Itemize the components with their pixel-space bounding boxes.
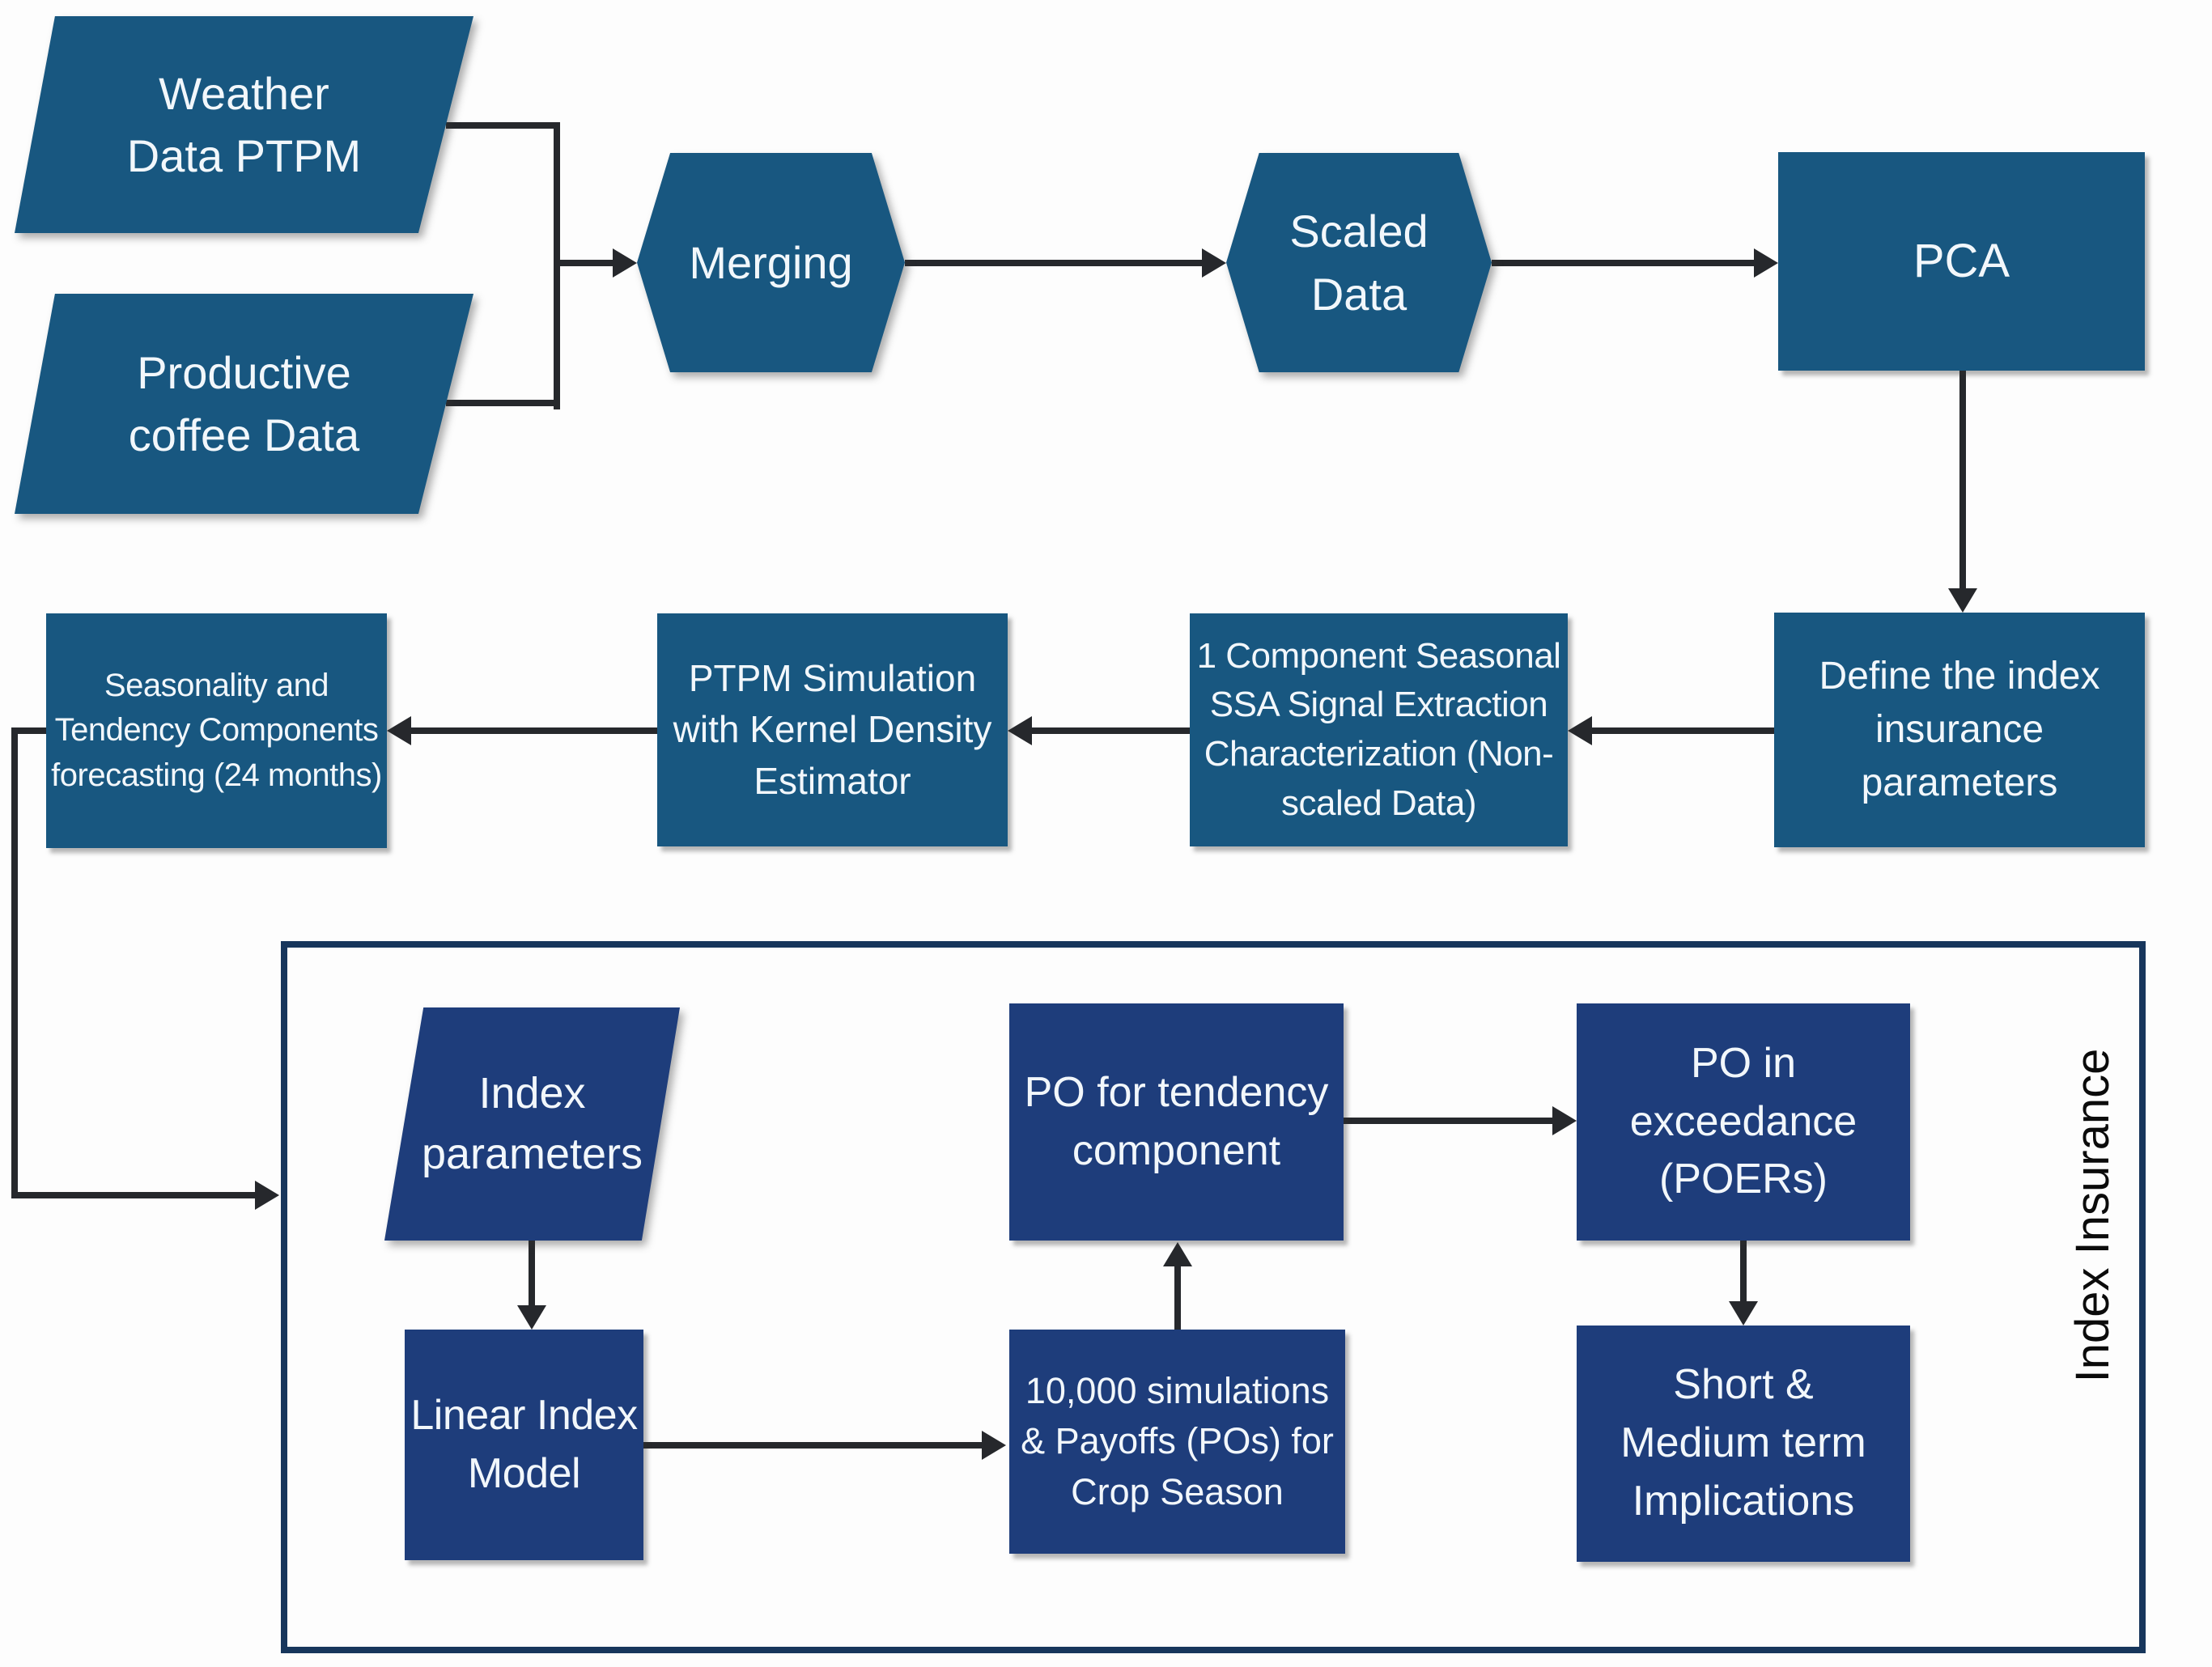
node-linear-model: Linear Index Model [405,1330,643,1560]
connector-scaled-to-pca [1492,260,1759,266]
node-po-tendency: PO for tendency component [1009,1003,1344,1241]
connector-define-to-ssa [1589,727,1774,734]
connector-poexceedance-to-implications [1740,1241,1747,1304]
node-simulations-label: 10,000 simulations & Payoffs (POs) for C… [1021,1370,1334,1512]
connector-junction-to-merging [554,260,616,266]
node-coffee-data-label: Productive coffee Data [128,346,360,460]
connector-ssa-to-ptpm [1029,727,1190,734]
connector-weather-out [446,122,560,129]
node-define-params: Define the index insurance parameters [1774,613,2145,847]
connector-linear-to-simulations [643,1442,982,1449]
node-po-exceedance: PO in exceedance (POERs) [1577,1003,1910,1241]
index-insurance-container [281,941,2146,1653]
node-ssa: 1 Component Seasonal SSA Signal Extracti… [1190,613,1568,846]
arrowhead-into-container [255,1181,279,1210]
arrowhead-into-implications [1729,1301,1758,1326]
connector-pca-down [1959,371,1966,591]
node-ssa-label: 1 Component Seasonal SSA Signal Extracti… [1196,635,1561,823]
index-insurance-label-text: Index Insurance [2066,1048,2119,1383]
node-merging: Merging [637,153,905,372]
arrowhead-into-merging [613,248,637,278]
node-ptpm-sim-label: PTPM Simulation with Kernel Density Esti… [673,656,992,802]
node-implications: Short & Medium term Implications [1577,1326,1910,1562]
arrowhead-into-linear-model [517,1305,546,1330]
connector-indexparams-to-linear [529,1241,535,1308]
node-ptpm-sim: PTPM Simulation with Kernel Density Esti… [657,613,1008,846]
arrowhead-into-ptpm [1008,716,1032,745]
node-po-tendency-label: PO for tendency component [1024,1068,1329,1174]
arrowhead-into-seasonality [387,716,411,745]
node-implications-label: Short & Medium term Implications [1620,1361,1866,1525]
node-weather-data: Weather Data PTPM [15,16,473,233]
arrowhead-into-po-exceedance [1552,1106,1577,1135]
node-linear-model-label: Linear Index Model [410,1391,638,1497]
node-po-exceedance-label: PO in exceedance (POERs) [1629,1039,1857,1203]
node-scaled-data: Scaled Data [1226,153,1492,372]
connector-simulations-to-potendency [1174,1264,1181,1330]
arrowhead-into-po-tendency [1163,1242,1192,1266]
connector-coffee-out [446,400,560,406]
arrowhead-into-simulations [982,1431,1006,1460]
connector-merging-to-scaled [905,260,1206,266]
node-seasonality-label: Seasonality and Tendency Components fore… [51,668,382,793]
node-seasonality: Seasonality and Tendency Components fore… [46,613,387,848]
node-index-params: Index parameters [384,1007,680,1241]
node-weather-data-label: Weather Data PTPM [126,67,362,181]
node-merging-label: Merging [689,236,853,288]
arrowhead-into-ssa [1568,716,1592,745]
connector-seasonality-out [11,727,49,734]
arrowhead-into-define-params [1948,588,1977,613]
connector-potendency-to-poexceedance [1344,1118,1555,1124]
node-pca-label: PCA [1913,234,2010,287]
node-coffee-data: Productive coffee Data [15,294,473,514]
connector-ptpm-to-seasonality [408,727,657,734]
connector-left-down [11,727,18,1198]
node-pca: PCA [1778,152,2145,371]
arrowhead-into-pca [1754,248,1778,278]
node-scaled-data-label: Scaled Data [1289,206,1429,320]
arrowhead-into-scaled [1202,248,1226,278]
node-index-params-label: Index parameters [421,1069,643,1178]
node-define-params-label: Define the index insurance parameters [1819,654,2100,805]
connector-into-container [11,1192,257,1198]
index-insurance-container-label: Index Insurance [2064,1046,2121,1385]
node-simulations: 10,000 simulations & Payoffs (POs) for C… [1009,1330,1345,1554]
